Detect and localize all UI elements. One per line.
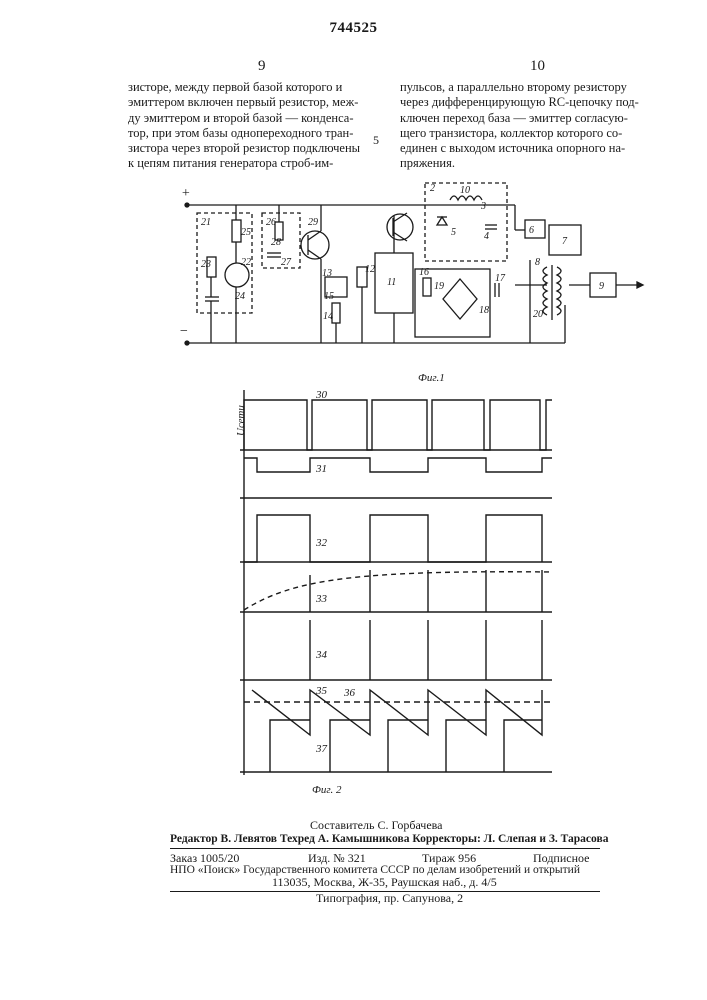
fig1-label-25: 25 bbox=[241, 227, 251, 238]
fig1-label-15: 15 bbox=[324, 291, 334, 302]
fig1-label-23: 23 bbox=[201, 259, 211, 270]
fig1-label-12: 12 bbox=[365, 264, 375, 275]
trace-label-36: 36 bbox=[343, 687, 356, 699]
trace-label-31: 31 bbox=[315, 463, 327, 475]
figure-1-caption: Фиг.1 bbox=[418, 372, 445, 384]
left-text-column: зисторе, между первой базой которого иэм… bbox=[128, 80, 368, 172]
footer-address: 113035, Москва, Ж-35, Раушская наб., д. … bbox=[272, 875, 497, 889]
right-column-line: единен с выходом источника опорного на- bbox=[400, 141, 640, 156]
fig1-label-9: 9 bbox=[599, 281, 604, 292]
fig1-label-13: 13 bbox=[322, 268, 332, 279]
fig1-label-27: 27 bbox=[281, 257, 292, 268]
fig1-label-2: 2 bbox=[430, 183, 435, 194]
left-column-line: ду эмиттером и второй базой — конденса- bbox=[128, 111, 368, 126]
fig1-label-11: 11 bbox=[387, 277, 396, 288]
right-column-line: пульсов, а параллельно второму резистору bbox=[400, 80, 640, 95]
page-number-right: 10 bbox=[530, 58, 545, 75]
figure-2-caption: Фиг. 2 bbox=[312, 784, 342, 796]
right-column-line: пряжения. bbox=[400, 156, 640, 171]
left-column-line: зисторе, между первой базой которого и bbox=[128, 80, 368, 95]
fig1-label-3: 3 bbox=[480, 201, 486, 212]
left-column-line: эмиттером включен первый резистор, меж- bbox=[128, 95, 368, 110]
fig1-label-8: 8 bbox=[535, 257, 540, 268]
trace-label-35: 35 bbox=[315, 685, 328, 697]
left-column-line: зистора через второй резистор подключены bbox=[128, 141, 368, 156]
trace-label-37: 37 bbox=[315, 743, 328, 755]
fig1-label-19: 19 bbox=[434, 281, 444, 292]
fig1-label-18: 18 bbox=[479, 305, 489, 316]
footer-editors: Редактор В. Левятов Техред А. Камышников… bbox=[170, 832, 608, 846]
minus-sign: − bbox=[179, 324, 188, 339]
page-number-left: 9 bbox=[258, 58, 266, 75]
trace-label-34: 34 bbox=[315, 649, 328, 661]
footer-compiler: Составитель С. Горбачева bbox=[310, 818, 443, 832]
line-number-marker: 5 bbox=[373, 133, 379, 148]
fig1-label-26: 26 bbox=[266, 217, 276, 228]
footer-printing: Типография, пр. Сапунова, 2 bbox=[316, 891, 463, 905]
fig1-label-22: 22 bbox=[241, 257, 251, 268]
fig2-axis-label: Uсети bbox=[235, 405, 247, 436]
figure-2-timing-diagram: Uсети 30 31 32 33 34 35 36 37 bbox=[222, 390, 562, 782]
trace-label-33: 33 bbox=[315, 593, 328, 605]
fig1-label-20: 20 bbox=[533, 309, 543, 320]
right-text-column: пульсов, а параллельно второму резистору… bbox=[400, 80, 640, 172]
left-column-line: тор, при этом базы однопереходного тран- bbox=[128, 126, 368, 141]
fig1-label-21: 21 bbox=[201, 217, 211, 228]
trace-label-30: 30 bbox=[315, 390, 328, 401]
left-column-line: к цепям питания генератора строб-им- bbox=[128, 156, 368, 171]
fig1-label-24: 24 bbox=[235, 291, 245, 302]
fig1-label-5: 5 bbox=[451, 227, 456, 238]
fig1-label-10: 10 bbox=[460, 185, 470, 196]
figure-1-circuit-diagram: + − bbox=[175, 175, 645, 370]
fig1-label-28: 28 bbox=[271, 237, 281, 248]
patent-number: 744525 bbox=[0, 20, 707, 37]
fig1-label-29: 29 bbox=[308, 217, 318, 228]
fig1-label-7: 7 bbox=[562, 236, 568, 247]
fig1-label-17: 17 bbox=[495, 273, 506, 284]
trace-label-32: 32 bbox=[315, 537, 328, 549]
fig1-label-6: 6 bbox=[529, 225, 534, 236]
plus-sign: + bbox=[181, 186, 190, 201]
right-column-line: ключен переход база — эмиттер согласую- bbox=[400, 111, 640, 126]
fig1-label-14: 14 bbox=[323, 311, 333, 322]
fig1-label-16: 16 bbox=[419, 267, 429, 278]
right-column-line: щего транзистора, коллектор которого со- bbox=[400, 126, 640, 141]
right-column-line: через дифференцирующую RC-цепочку под- bbox=[400, 95, 640, 110]
fig1-label-4: 4 bbox=[484, 231, 489, 242]
footer-divider bbox=[170, 848, 600, 849]
